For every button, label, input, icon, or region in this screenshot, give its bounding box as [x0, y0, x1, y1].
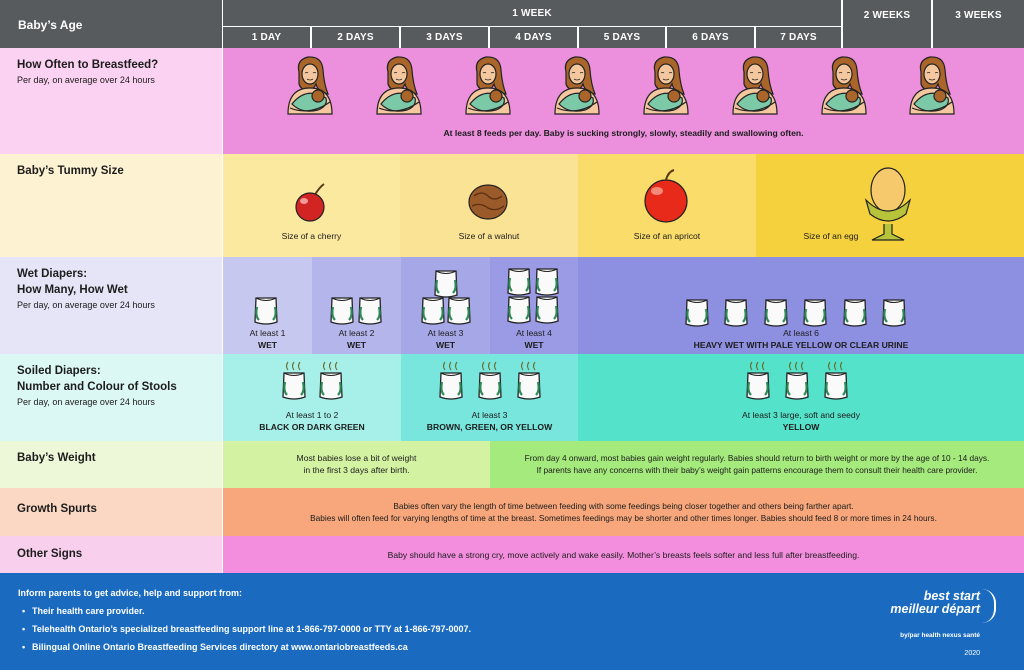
weight-right-text: From day 4 onward, most babies gain weig…	[524, 453, 990, 475]
label-bg-soiled	[0, 354, 222, 441]
weight-left-band	[223, 441, 490, 488]
soiled-label: Soiled Diapers: Number and Colour of Sto…	[0, 354, 222, 441]
other-band	[223, 536, 1024, 573]
footer-year: 2020	[964, 650, 980, 657]
header-day-6: 6 DAYS	[667, 27, 754, 48]
soiled-title-1: Soiled Diapers:	[17, 365, 101, 377]
header-day-5: 5 DAYS	[579, 27, 665, 48]
footer-intro: Inform parents to get advice, help and s…	[18, 588, 243, 598]
growth-title: Growth Spurts	[17, 503, 97, 515]
label-bg-weight	[0, 441, 222, 488]
label-bg-growth	[0, 488, 222, 536]
tummy-egg-text: Size of an egg	[803, 231, 859, 241]
other-text: Baby should have a strong cry, move acti…	[387, 550, 860, 560]
weight-label: Baby’s Weight	[0, 441, 222, 488]
footer-list: Their health care provider. Telehealth O…	[18, 606, 1024, 652]
weight-right-band	[490, 441, 1024, 488]
wet-title-1: Wet Diapers:	[17, 268, 88, 280]
header-day-1: 1 DAY	[223, 27, 310, 48]
growth-text: Babies often vary the length of time bet…	[310, 501, 937, 523]
breastfeed-note: At least 8 feeds per day. Baby is suckin…	[443, 128, 804, 138]
footer-item: Bilingual Online Ontario Breastfeeding S…	[18, 642, 1024, 652]
header-week3: 3 WEEKS	[933, 0, 1024, 48]
label-bg-wet	[0, 257, 222, 354]
breastfeed-subtitle: Per day, on average over 24 hours	[17, 75, 155, 85]
week2-label: 2 WEEKS	[863, 10, 911, 21]
brand-line-2: meilleur départ	[890, 602, 980, 616]
header-day-7: 7 DAYS	[756, 27, 841, 48]
growth-band	[223, 488, 1024, 536]
tummy-apricot-text: Size of an apricot	[633, 231, 701, 241]
footer: Inform parents to get advice, help and s…	[0, 573, 1024, 670]
tummy-title: Baby’s Tummy Size	[17, 165, 124, 177]
wet-label: Wet Diapers: How Many, How Wet Per day, …	[0, 257, 222, 354]
soiled-a-band	[223, 354, 401, 441]
label-bg-tummy	[0, 154, 222, 257]
brand-line-1: best start	[923, 589, 980, 603]
label-bg-other	[0, 536, 222, 573]
best-start-logo: best start meilleur départ	[860, 590, 980, 616]
soiled-title-2: Number and Colour of Stools	[17, 381, 177, 393]
tummy-label: Baby’s Tummy Size	[0, 154, 222, 257]
week1-label: 1 WEEK	[512, 7, 552, 19]
week3-label: 3 WEEKS	[955, 10, 1002, 21]
wet-day4-band	[490, 257, 578, 354]
header-day-3: 3 DAYS	[401, 27, 488, 48]
tummy-walnut-text: Size of a walnut	[458, 231, 520, 241]
growth-label: Growth Spurts	[0, 488, 222, 536]
label-bg-breastfeed	[0, 48, 222, 154]
breastfeed-label: How Often to Breastfeed? Per day, on ave…	[0, 48, 222, 154]
age-label: Baby’s Age	[18, 18, 83, 32]
wet-subtitle: Per day, on average over 24 hours	[17, 300, 155, 310]
breastfeed-band	[223, 48, 1024, 154]
other-label: Other Signs	[0, 536, 222, 573]
header-week2: 2 WEEKS	[843, 0, 931, 48]
wet-day5-band	[578, 257, 1024, 354]
header-day-4: 4 DAYS	[490, 27, 577, 48]
header-age-cell: Baby’s Age	[0, 0, 222, 48]
wet-day2-band	[312, 257, 401, 354]
weight-title: Baby’s Weight	[17, 452, 96, 464]
header-week1: 1 WEEK	[223, 0, 841, 26]
footer-item: Their health care provider.	[18, 606, 1024, 616]
wet-title-2: How Many, How Wet	[17, 284, 128, 296]
breastfeed-title: How Often to Breastfeed?	[17, 59, 159, 71]
footer-item: Telehealth Ontario’s specialized breastf…	[18, 624, 1024, 634]
other-title: Other Signs	[17, 548, 83, 560]
header-day-2: 2 DAYS	[312, 27, 399, 48]
health-nexus-logo: by/par health nexus santé	[900, 632, 980, 639]
tummy-cherry-text: Size of a cherry	[281, 231, 342, 241]
soiled-subtitle: Per day, on average over 24 hours	[17, 397, 155, 407]
logo-arc	[982, 589, 996, 623]
